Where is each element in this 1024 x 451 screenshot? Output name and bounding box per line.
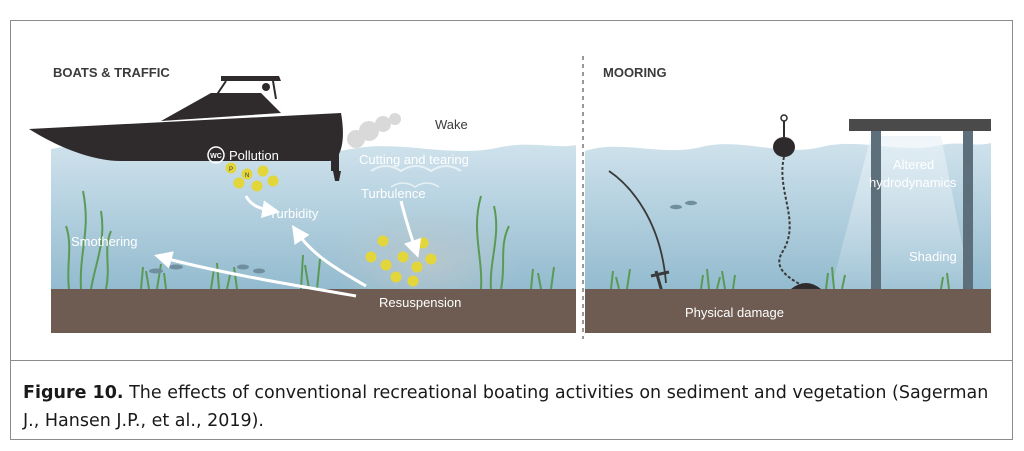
boat-driver: [262, 83, 270, 91]
pollution-label: Pollution: [229, 148, 279, 163]
figure-caption: Figure 10. The effects of conventional r…: [11, 360, 1012, 439]
hydrodynamics-label: hydrodynamics: [869, 175, 957, 190]
fish-right: [670, 200, 697, 210]
boat-frame: [215, 80, 277, 100]
figure-frame: BOATS & TRAFFIC: [10, 20, 1013, 440]
left-panel: BOATS & TRAFFIC: [29, 65, 576, 333]
right-panel: MOORING: [585, 65, 991, 333]
outboard-motor: [331, 116, 339, 171]
seagrass-left: [65, 190, 555, 290]
boat-cabin: [161, 93, 281, 121]
anchor-rope: [608, 170, 667, 284]
effect-arrows: [154, 195, 422, 298]
turbulence-label: Turbulence: [361, 186, 426, 201]
pollution-particles: P N: [225, 162, 279, 192]
sediment-left: [51, 289, 576, 333]
wc-badge-text: WC: [210, 153, 222, 160]
boat-roof: [221, 76, 281, 81]
shading-light: [831, 136, 971, 289]
wake-label: Wake: [435, 117, 468, 132]
resuspension-particles: [365, 235, 437, 287]
wake-ripple: [390, 182, 440, 188]
figure-illustration: BOATS & TRAFFIC: [11, 21, 1012, 359]
propeller-icon: [333, 171, 341, 181]
boats-traffic-heading: BOATS & TRAFFIC: [53, 65, 170, 80]
particle-letter-p: P: [229, 167, 233, 173]
mooring-heading: MOORING: [603, 65, 667, 80]
exhaust-smoke: [347, 113, 401, 148]
wake-ripple: [370, 165, 462, 173]
caption-text: The effects of conventional recreational…: [23, 383, 989, 431]
mooring-chain: [778, 156, 804, 287]
wc-badge-icon: [207, 146, 225, 164]
sediment-right: [585, 289, 991, 333]
smothering-label: Smothering: [71, 234, 137, 249]
pier-post: [871, 131, 881, 289]
resuspension-label: Resuspension: [379, 295, 461, 310]
seagrass-right: [610, 266, 950, 290]
pier-post: [963, 131, 973, 289]
shading-label: Shading: [909, 249, 957, 264]
particle-letter-n: N: [245, 173, 249, 179]
cutting-label: Cutting and tearing: [359, 152, 469, 167]
mooring-block: [791, 283, 821, 289]
boat-hull: [29, 113, 343, 161]
turbidity-label: Turbidity: [269, 206, 319, 221]
caption-label: Figure 10.: [23, 383, 124, 403]
physical-damage-label: Physical damage: [685, 305, 784, 320]
altered-label: Altered: [893, 157, 934, 172]
buoy-icon: [773, 137, 795, 157]
pier-deck: [849, 119, 991, 131]
buoy-top: [780, 114, 788, 122]
